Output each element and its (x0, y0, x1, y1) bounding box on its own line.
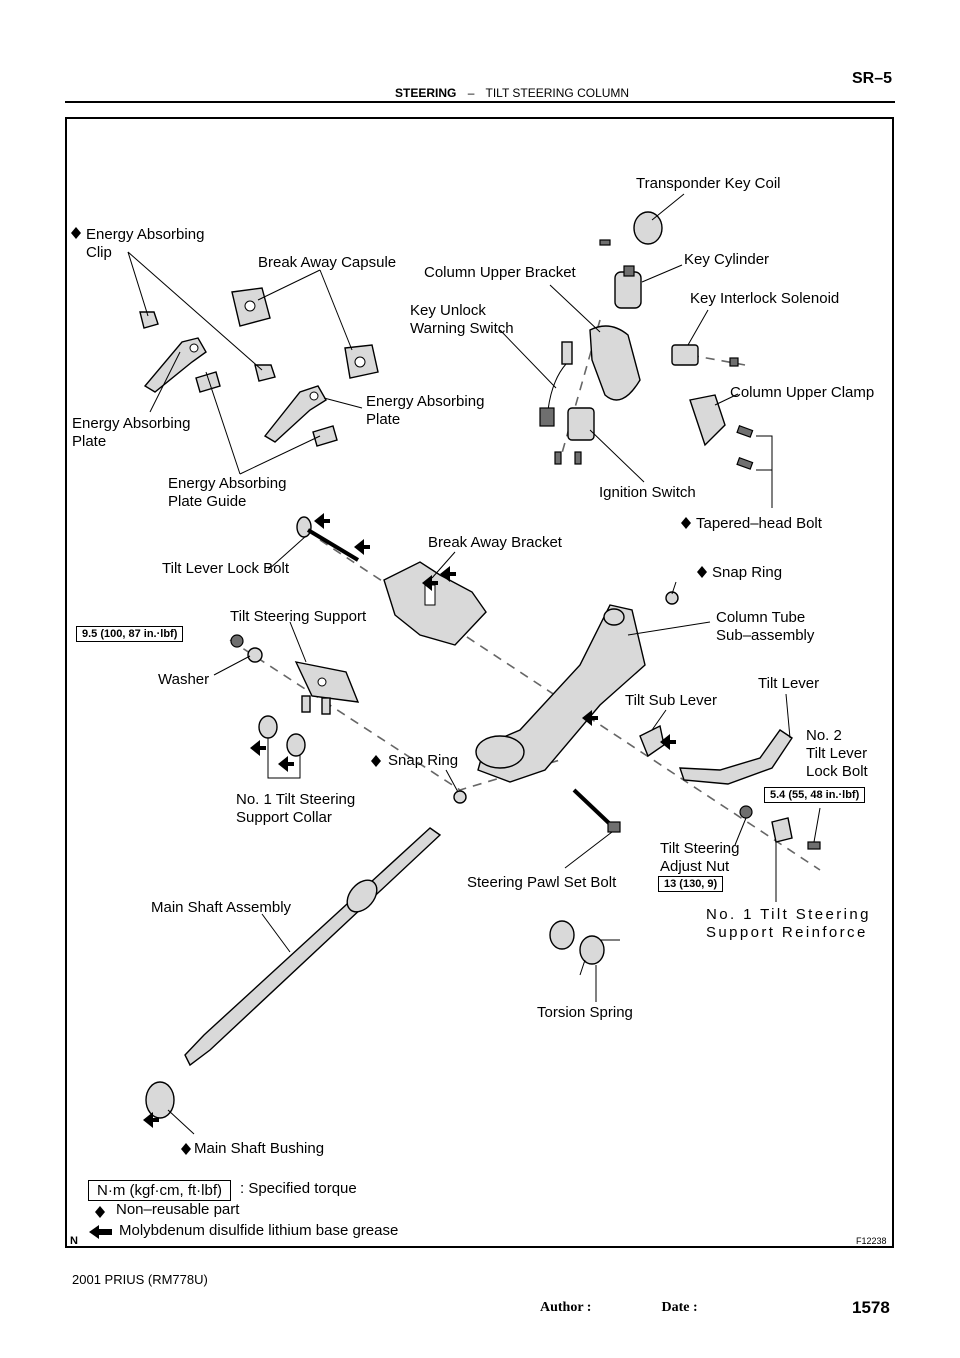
energy-absorbing-plate-guide-part-2 (312, 425, 338, 447)
label-break-away-capsule: Break Away Capsule (258, 254, 397, 271)
energy-absorbing-plate-part-1 (143, 337, 207, 393)
corner-mark: N (70, 1235, 78, 1247)
label-main-shaft-bushing: Main Shaft Bushing (194, 1140, 325, 1157)
label-energy-absorbing-plate-guide: Energy Absorbing Plate Guide (168, 475, 287, 510)
diamond-icon-markers (71, 227, 707, 1155)
tilt-sub-lever-part (639, 724, 665, 758)
energy-absorbing-clip-part-1 (139, 311, 159, 329)
transponder-key-coil-part (599, 211, 663, 246)
section-name: STEERING (395, 86, 457, 100)
label-tilt-lever-lock-bolt: Tilt Lever Lock Bolt (162, 560, 289, 577)
label-washer: Washer (158, 671, 210, 688)
torsion-spring-part (549, 920, 620, 976)
label-tilt-sub-lever: Tilt Sub Lever (625, 692, 717, 709)
label-no1-support-collar: No. 1 Tilt Steering Support Collar (236, 791, 356, 826)
label-no2-tilt-lever-lock-bolt: No. 2 Tilt Lever Lock Bolt (806, 727, 868, 780)
torque-no2-tilt-lever-lock-bolt: 5.4 (55, 48 in.·lbf) (764, 787, 866, 803)
support-collar-part-1 (258, 715, 278, 739)
break-away-bracket-part (383, 561, 487, 646)
tilt-lever-part (679, 729, 793, 785)
legend-torque-unit: N·m (kgf·cm, ft·lbf) (88, 1180, 231, 1201)
tilt-lever-lock-bolt-part (296, 516, 360, 562)
label-tilt-steering-adjust-nut: Tilt Steering Adjust Nut (660, 840, 740, 875)
key-cylinder-part (614, 265, 642, 309)
label-key-unlock-warning-switch: Key Unlock Warning Switch (410, 302, 514, 337)
label-key-interlock-solenoid: Key Interlock Solenoid (690, 290, 840, 307)
main-shaft-bushing-part (145, 1081, 175, 1119)
footer-author-date: Author : Date : (540, 1300, 698, 1315)
energy-absorbing-plate-guide-part-1 (195, 371, 221, 393)
energy-absorbing-plate-part-2 (263, 385, 327, 443)
label-ignition-switch: Ignition Switch (599, 484, 696, 501)
tilt-steering-support-part (294, 661, 360, 715)
section-title: STEERING – TILT STEERING COLUMN (395, 86, 629, 100)
break-away-capsule-part-2 (344, 344, 379, 379)
column-upper-clamp-part (689, 394, 754, 470)
torque-tilt-lever-lock-bolt: 9.5 (100, 87 in.·lbf) (76, 626, 184, 642)
steering-pawl-set-bolt-part (572, 788, 621, 833)
label-column-upper-clamp: Column Upper Clamp (730, 384, 875, 401)
grease-arrow-icon-markers (143, 513, 676, 1128)
column-upper-bracket-part (589, 325, 641, 401)
label-tilt-steering-support: Tilt Steering Support (230, 608, 367, 625)
label-tilt-lever: Tilt Lever (758, 675, 820, 692)
snap-ring-lower-part (453, 790, 467, 804)
energy-absorbing-clip-part-2 (254, 364, 276, 382)
page-code: SR–5 (852, 70, 893, 87)
key-unlock-warning-switch-part (539, 341, 573, 427)
label-snap-ring-lower: Snap Ring (388, 752, 459, 769)
legend-non-reusable: Non–reusable part (116, 1201, 240, 1218)
figure-id: F12238 (856, 1236, 887, 1246)
key-interlock-solenoid-part (671, 344, 739, 367)
label-no1-support-reinforce: No. 1 Tilt Steering Support Reinforce (706, 906, 871, 941)
break-away-capsule-part-1 (231, 287, 271, 327)
footer-model: 2001 PRIUS (RM778U) (72, 1272, 208, 1287)
label-energy-absorbing-plate-left: Energy Absorbing Plate (72, 415, 191, 450)
label-energy-absorbing-plate-right: Energy Absorbing Plate (366, 393, 485, 428)
label-column-upper-bracket: Column Upper Bracket (424, 264, 576, 281)
label-snap-ring-upper: Snap Ring (712, 564, 783, 581)
label-energy-absorbing-clip: Energy Absorbing Clip (86, 226, 205, 261)
label-break-away-bracket: Break Away Bracket (428, 534, 562, 551)
tilt-steering-adjust-nut-part (739, 805, 753, 819)
label-tapered-head-bolt: Tapered–head Bolt (696, 515, 822, 532)
torque-tilt-steering-adjust-nut: 13 (130, 9) (658, 876, 724, 892)
washer-part (230, 634, 263, 663)
label-column-tube-sub-assembly: Column Tube Sub–assembly (716, 609, 815, 644)
support-reinforce-part (771, 817, 793, 843)
diamond-icon (95, 1206, 105, 1218)
label-key-cylinder: Key Cylinder (684, 251, 770, 268)
legend-torque-desc: : Specified torque (240, 1180, 357, 1197)
main-shaft-part (184, 827, 442, 1067)
label-transponder-key-coil: Transponder Key Coil (636, 175, 781, 192)
figure-frame (65, 117, 894, 1248)
grease-arrow-icon (89, 1225, 112, 1239)
legend-grease: Molybdenum disulfide lithium base grease (119, 1222, 399, 1239)
column-tube-part (475, 604, 646, 783)
label-main-shaft-assembly: Main Shaft Assembly (151, 899, 292, 916)
leader-lines (127, 193, 821, 1135)
support-collar-part-2 (286, 733, 306, 757)
label-steering-pawl-set-bolt: Steering Pawl Set Bolt (467, 874, 617, 891)
header-rule (65, 101, 895, 103)
no2-lock-bolt-part (807, 841, 821, 850)
section-separator: – (467, 86, 475, 100)
label-torsion-spring: Torsion Spring (537, 1004, 633, 1021)
subsection-name: TILT STEERING COLUMN (485, 86, 630, 100)
ignition-switch-part (554, 407, 595, 465)
snap-ring-upper-part (665, 591, 679, 605)
footer-page-number: 1578 (852, 1298, 890, 1317)
